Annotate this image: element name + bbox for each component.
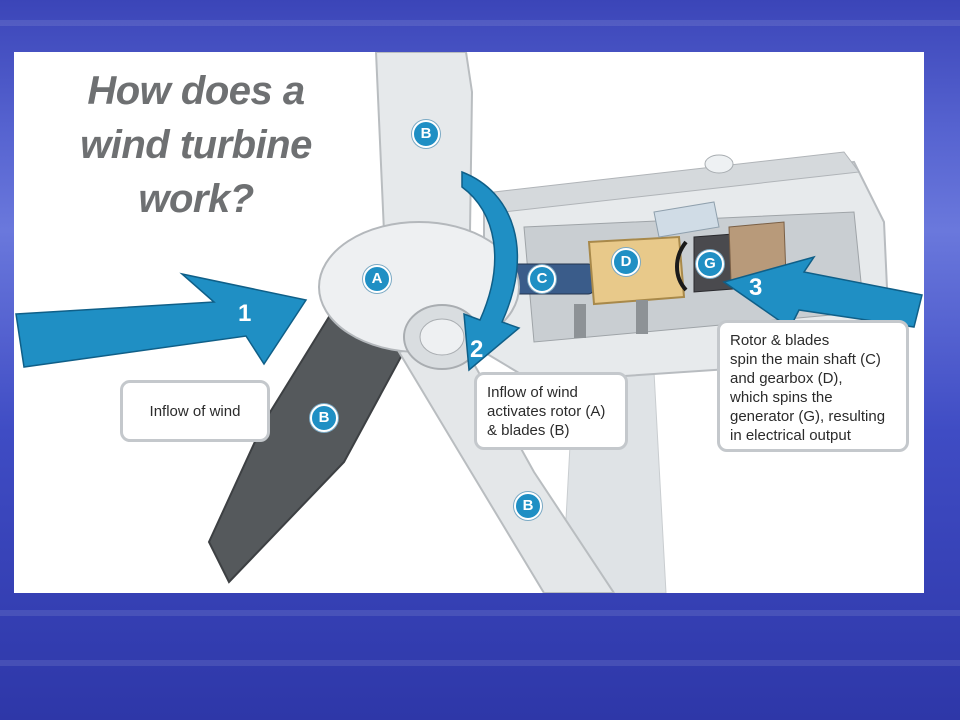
support-post: [636, 300, 648, 334]
diagram-title: How does a wind turbine work?: [56, 64, 336, 226]
title-line-2: wind turbine: [80, 123, 312, 167]
callout-step-3-line: and gearbox (D),: [730, 370, 843, 387]
anemometer: [704, 154, 734, 174]
background-streak: [0, 20, 960, 26]
step-3-number: 3: [749, 274, 763, 301]
label-blade-top: B: [412, 120, 440, 148]
title-line-3: work?: [138, 177, 254, 221]
callout-step-1: Inflow of wind: [120, 380, 270, 442]
callout-step-2-line: Inflow of wind: [487, 384, 578, 401]
blade-root-inner: [419, 318, 465, 356]
label-blade-lower: B: [514, 492, 542, 520]
wind-arrow-1: [15, 272, 308, 368]
blade-left: [207, 311, 411, 584]
step-1-number: 1: [238, 300, 252, 327]
sensor-unit: [653, 201, 720, 238]
callout-step-1-text: Inflow of wind: [149, 402, 241, 420]
callout-step-3: Rotor & blades spin the main shaft (C) a…: [717, 320, 909, 452]
generator-rotation-arrow: [675, 240, 688, 292]
label-shaft: C: [528, 265, 556, 293]
callout-step-3-line: which spins the: [730, 389, 833, 406]
label-generator: G: [696, 250, 724, 278]
label-rotor: A: [363, 265, 391, 293]
callout-step-3-line: generator (G), resulting: [730, 408, 886, 425]
support-post: [574, 304, 586, 338]
step-2-number: 2: [470, 336, 484, 363]
background-streak: [0, 660, 960, 666]
label-blade-left: B: [310, 404, 338, 432]
callout-step-3-line: spin the main shaft (C): [730, 351, 881, 368]
callout-step-2-line: & blades (B): [487, 422, 570, 439]
callout-step-2-line: activates rotor (A): [487, 403, 606, 420]
diagram-panel: How does a wind turbine work? 1 2 3 B A …: [14, 52, 924, 593]
label-gearbox: D: [612, 248, 640, 276]
rotation-arrow-2: [461, 170, 521, 372]
title-line-1: How does a: [87, 69, 305, 113]
callout-step-3-line: in electrical output: [730, 427, 851, 444]
callout-step-2: Inflow of wind activates rotor (A) & bla…: [474, 372, 628, 450]
turbine-illustration: [15, 52, 923, 593]
callout-step-3-line: Rotor & blades: [730, 332, 830, 349]
background-streak: [0, 610, 960, 616]
